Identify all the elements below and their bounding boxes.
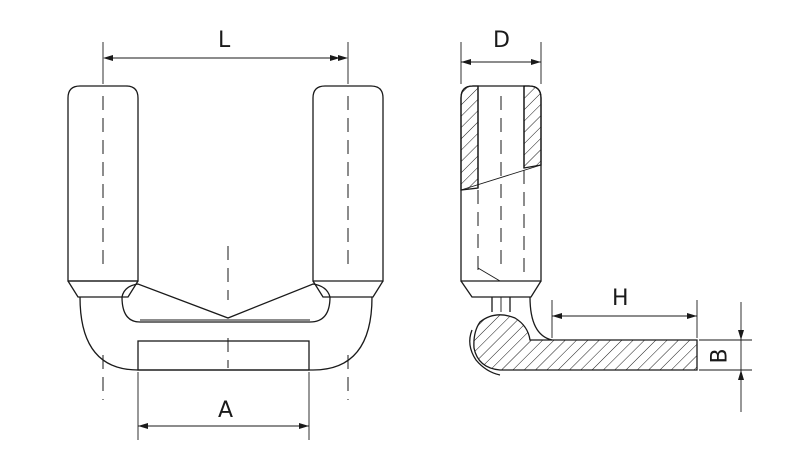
left-cylinder (67, 85, 139, 282)
dimension-label-H: H (612, 286, 629, 311)
dimension-label-L: L (218, 28, 231, 53)
dimension-label-A: A (218, 398, 234, 423)
a-block (137, 340, 310, 371)
front-view (67, 42, 384, 440)
side-arm (473, 314, 698, 371)
side-view (460, 42, 752, 412)
dimension-label-B: B (707, 348, 733, 364)
dimension-label-D: D (493, 28, 510, 53)
right-cylinder (312, 85, 384, 282)
